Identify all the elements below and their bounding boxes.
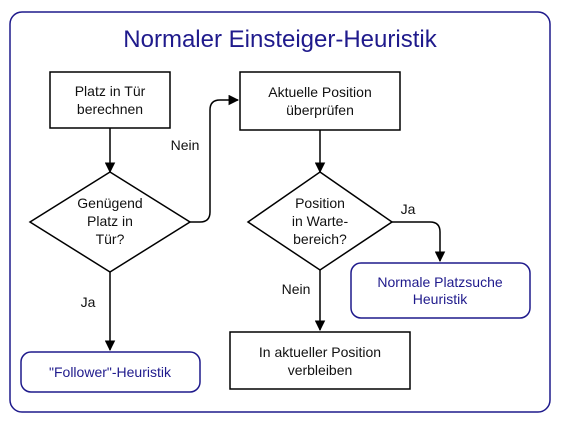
node-label-line: Normale Platzsuche xyxy=(377,274,502,290)
edge-label-ja-1: Ja xyxy=(81,294,96,310)
edges xyxy=(104,94,446,352)
node-label-line: bereich? xyxy=(293,231,347,247)
node-label-line: verbleiben xyxy=(288,362,353,378)
decision-diamond xyxy=(246,171,394,271)
node-label-line: "Follower"-Heuristik xyxy=(49,364,172,380)
process-box xyxy=(49,71,171,129)
edge-label-ja-2: Ja xyxy=(401,201,416,217)
node-follower-heuristik: "Follower"-Heuristik xyxy=(20,351,201,393)
node-label-line: überprüfen xyxy=(286,102,354,118)
process-box xyxy=(239,71,401,131)
process-box xyxy=(229,331,411,390)
node-label-line: Platz in xyxy=(87,213,133,229)
node-position-wartebereich: Position in Warte- bereich? xyxy=(246,171,394,271)
edge-label-nein-2: Nein xyxy=(282,281,311,297)
node-label-line: Heuristik xyxy=(413,291,468,307)
edge-position-warte-to-platzsuche xyxy=(392,221,446,263)
node-genuegend-platz: Genügend Platz in Tür? xyxy=(28,171,192,273)
node-label-line: Position xyxy=(295,195,345,211)
terminal-box xyxy=(20,351,201,393)
node-platz-berechnen: Platz in Tür berechnen xyxy=(49,71,171,129)
node-label-line: Aktuelle Position xyxy=(268,84,372,100)
node-label-line: Platz in Tür xyxy=(75,83,146,99)
node-label-line: in Warte- xyxy=(292,213,349,229)
terminal-box xyxy=(350,262,531,319)
diagram-title: Normaler Einsteiger-Heuristik xyxy=(123,26,437,53)
node-label-line: In aktueller Position xyxy=(259,344,381,360)
edge-genuegend-to-aktuelle-position xyxy=(190,94,240,223)
decision-diamond xyxy=(28,171,192,273)
node-label-line: Genügend xyxy=(77,195,142,211)
node-label-line: Tür? xyxy=(96,231,125,247)
edge-label-nein-1: Nein xyxy=(171,137,200,153)
node-aktuelle-position: Aktuelle Position überprüfen xyxy=(239,71,401,131)
node-normale-platzsuche: Normale Platzsuche Heuristik xyxy=(350,262,531,319)
node-verbleiben: In aktueller Position verbleiben xyxy=(229,331,411,390)
node-label-line: berechnen xyxy=(77,101,143,117)
